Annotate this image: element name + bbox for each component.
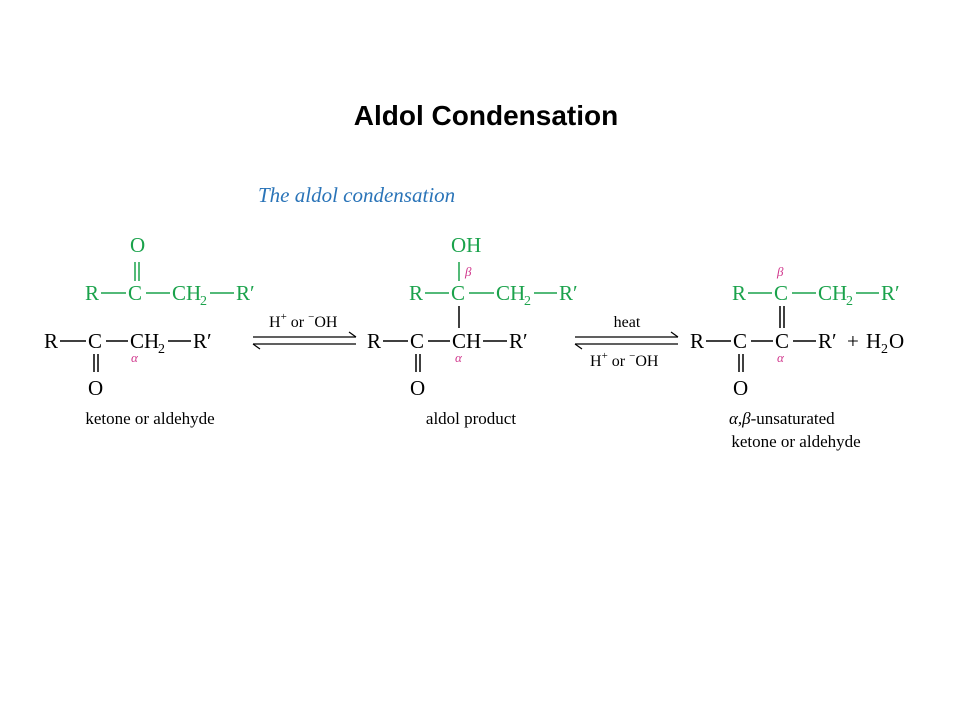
atom-O: O [733, 376, 748, 400]
atom-OH: OH [451, 233, 481, 257]
page-title: Aldol Condensation [353, 100, 619, 131]
plus-sign: + [847, 329, 859, 353]
atom-C: C [733, 329, 747, 353]
label-ketone-or-aldehyde: ketone or aldehyde [85, 409, 214, 428]
molecule-unsaturated-top-green: R C CH 2 R′ [732, 281, 900, 309]
subscript-2: 2 [200, 294, 207, 309]
atom-R-prime: R′ [559, 281, 578, 305]
label-ketone-or-aldehyde-2: ketone or aldehyde [731, 432, 860, 451]
molecule-unsaturated-bottom: R C O C R′ + H 2 O [690, 329, 904, 400]
atom-R-prime: R′ [236, 281, 255, 305]
atom-O: O [410, 376, 425, 400]
atom-O: O [130, 233, 145, 257]
atom-CH: CH [496, 281, 525, 305]
atom-R: R [367, 329, 381, 353]
atom-C: C [774, 281, 788, 305]
molecule-ketone-bottom: R C O CH 2 R′ [44, 329, 212, 400]
atom-C: C [88, 329, 102, 353]
molecule-aldol-bottom: R C O CH R′ [367, 329, 528, 400]
label-aldol-product: aldol product [426, 409, 516, 428]
beta-label: β [464, 264, 472, 279]
label-alpha-beta-unsaturated: α,β-unsaturated [729, 409, 835, 428]
equilibrium-arrow-2 [574, 331, 679, 350]
subscript-2: 2 [158, 342, 165, 357]
atom-R: R [690, 329, 704, 353]
atom-R: R [409, 281, 423, 305]
subscript-2: 2 [524, 294, 531, 309]
atom-R: R [732, 281, 746, 305]
condition-heat: heat [614, 314, 641, 331]
subscript-2: 2 [881, 342, 888, 357]
atom-C: C [451, 281, 465, 305]
atom-R-prime: R′ [881, 281, 900, 305]
condition-acid-or-base: H+ or −OH [269, 311, 338, 331]
atom-R-prime: R′ [193, 329, 212, 353]
alpha-label: α [131, 350, 139, 365]
atom-R-prime: R′ [509, 329, 528, 353]
diagram-subtitle: The aldol condensation [258, 183, 456, 207]
atom-O: O [889, 329, 904, 353]
equilibrium-arrow-1 [252, 331, 357, 350]
atom-R-prime: R′ [818, 329, 837, 353]
condition-acid-or-base: H+ or −OH [590, 350, 659, 370]
subscript-2: 2 [846, 294, 853, 309]
atom-C: C [128, 281, 142, 305]
atom-R: R [44, 329, 58, 353]
molecule-aldol-top-green: OH R C CH 2 R′ [409, 233, 578, 309]
atom-R: R [85, 281, 99, 305]
atom-CH: CH [818, 281, 847, 305]
alpha-label: α [777, 350, 785, 365]
atom-H: H [866, 329, 881, 353]
atom-CH: CH [452, 329, 481, 353]
atom-O: O [88, 376, 103, 400]
molecule-ketone-top-green: O R C CH 2 R′ [85, 233, 255, 309]
atom-C: C [775, 329, 789, 353]
beta-label: β [776, 264, 784, 279]
alpha-label: α [455, 350, 463, 365]
atom-CH: CH [172, 281, 201, 305]
atom-C: C [410, 329, 424, 353]
atom-CH: CH [130, 329, 159, 353]
